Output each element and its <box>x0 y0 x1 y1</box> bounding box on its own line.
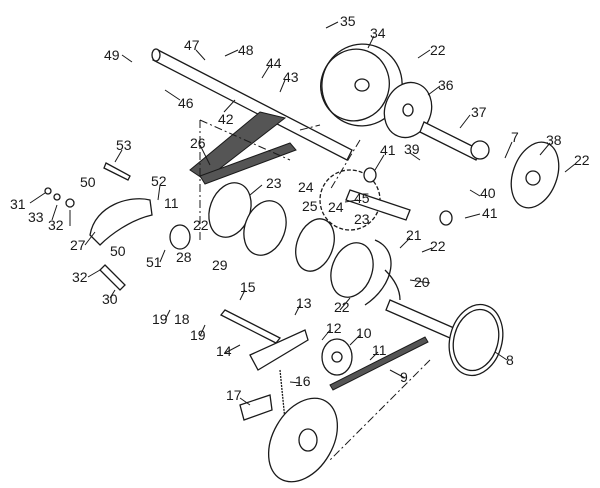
bolt <box>103 162 131 181</box>
v-belt <box>329 336 429 391</box>
label-31: 31 <box>10 196 26 212</box>
label-22: 22 <box>574 152 590 168</box>
spring <box>279 369 286 421</box>
label-12: 12 <box>326 320 342 336</box>
label-46: 46 <box>178 95 194 111</box>
label-29: 29 <box>212 257 228 273</box>
label-17: 17 <box>226 387 242 403</box>
label-16: 16 <box>295 373 311 389</box>
label-20: 20 <box>414 274 430 290</box>
label-22: 22 <box>430 42 446 58</box>
label-24: 24 <box>298 179 314 195</box>
sprocket-hub <box>345 189 411 221</box>
label-37: 37 <box>471 104 487 120</box>
label-42: 42 <box>218 111 234 127</box>
drive-pulley <box>169 224 191 250</box>
washer <box>53 193 61 201</box>
nut <box>65 198 75 208</box>
label-52: 52 <box>151 173 167 189</box>
label-50: 50 <box>80 174 96 190</box>
wheel-pulley <box>448 303 504 377</box>
part-number-labels: 35 34 22 49 47 48 44 43 36 46 42 37 26 4… <box>10 13 590 403</box>
main-shaft <box>151 48 353 161</box>
label-53: 53 <box>116 137 132 153</box>
label-8: 8 <box>506 352 514 368</box>
alignment-lines <box>199 119 431 461</box>
bushing <box>363 167 377 183</box>
label-34: 34 <box>370 25 386 41</box>
label-10: 10 <box>356 325 372 341</box>
label-41: 41 <box>482 205 498 221</box>
leader-lines <box>29 21 576 406</box>
label-19: 19 <box>190 327 206 343</box>
wheel-pulley-groove <box>452 308 500 372</box>
spring-bracket <box>239 394 273 421</box>
label-32: 32 <box>48 217 64 233</box>
label-35: 35 <box>340 13 356 29</box>
label-18: 18 <box>174 311 190 327</box>
label-24: 24 <box>328 199 344 215</box>
label-39: 39 <box>404 141 420 157</box>
label-9: 9 <box>400 369 408 385</box>
bearing-plate <box>383 81 433 139</box>
large-pulley <box>320 43 403 127</box>
label-43: 43 <box>283 69 299 85</box>
label-33: 33 <box>28 209 44 225</box>
lower-pulley-hub <box>298 428 318 452</box>
label-41: 41 <box>380 142 396 158</box>
end-plate <box>510 141 560 209</box>
label-21: 21 <box>406 227 422 243</box>
idler-hub <box>331 351 343 363</box>
label-32: 32 <box>72 269 88 285</box>
label-14: 14 <box>216 343 232 359</box>
label-48: 48 <box>238 42 254 58</box>
label-25: 25 <box>302 198 318 214</box>
hub-flange <box>243 200 287 256</box>
idler-arm-belt <box>89 198 153 246</box>
bolt <box>99 264 126 291</box>
label-13: 13 <box>296 295 312 311</box>
label-47: 47 <box>184 37 200 53</box>
label-30: 30 <box>102 291 118 307</box>
idler-pulley <box>321 338 353 376</box>
label-22: 22 <box>334 299 350 315</box>
label-50: 50 <box>110 243 126 259</box>
label-19: 19 <box>152 311 168 327</box>
washer <box>44 187 52 195</box>
label-26: 26 <box>190 135 206 151</box>
label-44: 44 <box>266 55 282 71</box>
label-15: 15 <box>240 279 256 295</box>
label-49: 49 <box>104 47 120 63</box>
label-11: 11 <box>372 342 387 358</box>
bushing <box>439 210 453 226</box>
label-51: 51 <box>146 254 162 270</box>
hub-flange <box>295 218 335 272</box>
label-40: 40 <box>480 185 496 201</box>
label-23: 23 <box>354 211 370 227</box>
label-27: 27 <box>70 237 86 253</box>
pivot-rod <box>219 309 282 344</box>
flange-plate <box>330 242 374 298</box>
label-45: 45 <box>354 190 370 206</box>
tine <box>364 239 401 306</box>
label-38: 38 <box>546 132 562 148</box>
label-11: 11 <box>164 195 179 211</box>
pinion <box>470 140 490 160</box>
label-36: 36 <box>438 77 454 93</box>
end-bearing <box>525 170 541 186</box>
v-belt-lower <box>199 142 297 185</box>
label-22: 22 <box>430 238 446 254</box>
pinion-shaft <box>419 121 481 161</box>
label-7: 7 <box>511 129 519 145</box>
label-23: 23 <box>266 175 282 191</box>
bearing <box>402 103 414 117</box>
label-28: 28 <box>176 249 192 265</box>
label-22: 22 <box>193 217 209 233</box>
idler-bracket <box>249 329 309 371</box>
